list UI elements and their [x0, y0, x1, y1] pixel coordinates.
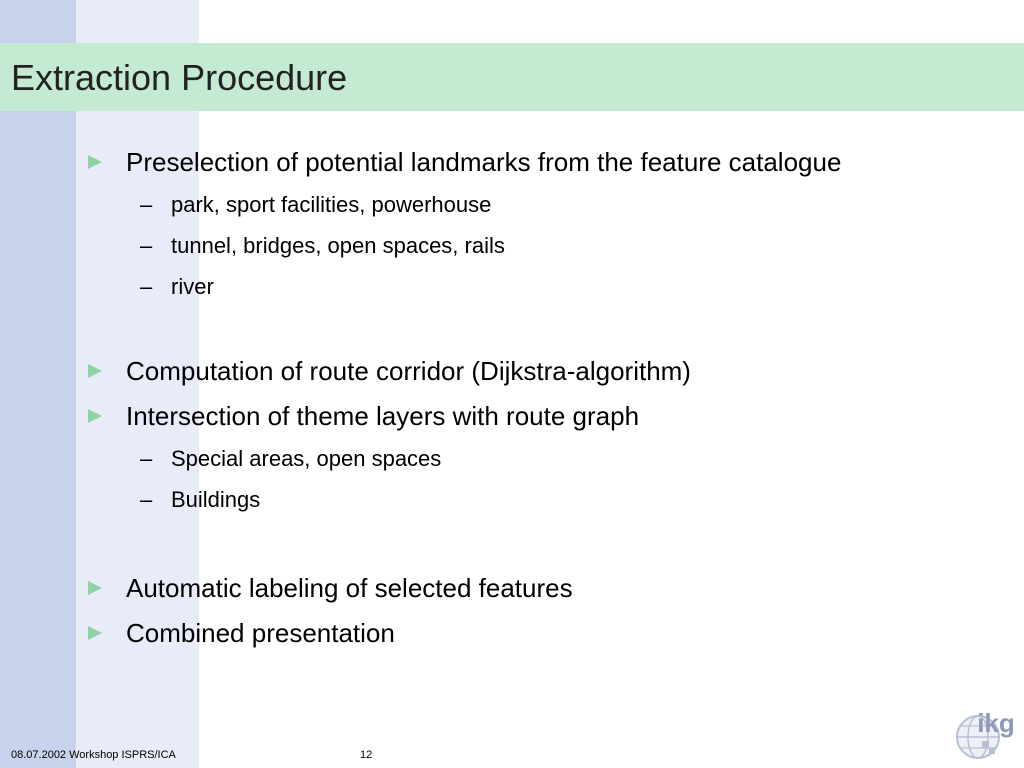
globe-icon [956, 715, 1000, 759]
sub-item-dash: – [140, 233, 153, 258]
sub-item: – Buildings [140, 485, 260, 515]
triangle-bullet-icon [88, 364, 102, 378]
footer-date-event: 08.07.2002 Workshop ISPRS/ICA [11, 749, 176, 761]
bullet-text: Preselection of potential landmarks from… [126, 147, 842, 177]
bullet-item: Combined presentation [88, 616, 395, 650]
sub-item: – tunnel, bridges, open spaces, rails [140, 231, 505, 261]
triangle-bullet-icon [88, 581, 102, 595]
left-stripe-dark [0, 0, 76, 768]
sub-item-text: Buildings [171, 487, 261, 512]
left-stripe-light [76, 0, 199, 768]
ikg-logo: ikg [956, 708, 1015, 759]
sub-item: – park, sport facilities, powerhouse [140, 190, 491, 220]
page-number: 12 [360, 749, 373, 761]
sub-item-text: park, sport facilities, powerhouse [171, 192, 492, 217]
bullet-item: Intersection of theme layers with route … [88, 399, 639, 433]
sub-item-dash: – [140, 192, 153, 217]
title-band [0, 43, 1024, 111]
bullet-text: Intersection of theme layers with route … [126, 401, 640, 431]
bullet-text: Automatic labeling of selected features [126, 573, 573, 603]
sub-item: – Special areas, open spaces [140, 444, 441, 474]
sub-item-text: river [171, 274, 214, 299]
bullet-item: Preselection of potential landmarks from… [88, 145, 841, 179]
sub-item-dash: – [140, 487, 153, 512]
sub-item: – river [140, 272, 214, 302]
slide-title: Extraction Procedure [11, 57, 348, 98]
logo-text: ikg [977, 708, 1015, 738]
sub-item-dash: – [140, 274, 153, 299]
sub-item-text: Special areas, open spaces [171, 446, 442, 471]
triangle-bullet-icon [88, 155, 102, 169]
bullet-text: Combined presentation [126, 618, 395, 648]
sub-item-dash: – [140, 446, 153, 471]
sub-item-text: tunnel, bridges, open spaces, rails [171, 233, 505, 258]
triangle-bullet-icon [88, 409, 102, 423]
bullet-text: Computation of route corridor (Dijkstra-… [126, 356, 691, 386]
bullet-item: Automatic labeling of selected features [88, 571, 573, 605]
bullet-item: Computation of route corridor (Dijkstra-… [88, 354, 691, 388]
triangle-bullet-icon [88, 626, 102, 640]
